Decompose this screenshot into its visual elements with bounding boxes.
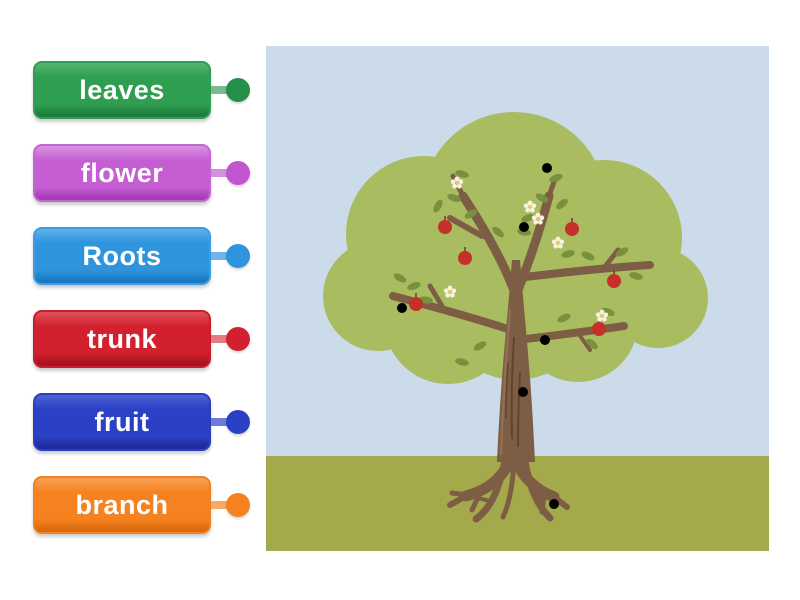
connector-dot-icon: [226, 161, 250, 185]
connector-stem: [211, 418, 233, 426]
label-trunk[interactable]: trunk: [33, 310, 253, 370]
connector-dot-icon: [226, 78, 250, 102]
connector-stem: [211, 335, 233, 343]
connector-dot-icon: [226, 244, 250, 268]
connector-stem: [211, 252, 233, 260]
label-leaves[interactable]: leaves: [33, 61, 253, 121]
label-text: trunk: [87, 323, 157, 354]
drop-target-marker[interactable]: [396, 302, 407, 313]
blossoms: [443, 176, 609, 322]
drop-target-marker[interactable]: [539, 334, 550, 345]
label-roots[interactable]: Roots: [33, 227, 253, 287]
connector-dot-icon: [226, 327, 250, 351]
connector-stem: [211, 86, 233, 94]
label-branch[interactable]: branch: [33, 476, 253, 536]
connector-dot-icon: [226, 410, 250, 434]
label-text: Roots: [82, 240, 162, 271]
label-box: leaves: [33, 61, 211, 119]
connector-stem: [211, 169, 233, 177]
label-fruit[interactable]: fruit: [33, 393, 253, 453]
label-flower[interactable]: flower: [33, 144, 253, 204]
label-text: leaves: [79, 74, 165, 105]
label-text: branch: [75, 489, 169, 520]
drop-target-marker[interactable]: [517, 386, 528, 397]
apples: [409, 216, 621, 336]
drop-target-marker[interactable]: [541, 162, 552, 173]
connector-stem: [211, 501, 233, 509]
apple-tree-illustration: [266, 46, 769, 551]
label-box: fruit: [33, 393, 211, 451]
connector-dot-icon: [226, 493, 250, 517]
label-box: Roots: [33, 227, 211, 285]
label-box: trunk: [33, 310, 211, 368]
diagram-image: [266, 46, 769, 551]
drop-target-marker[interactable]: [548, 498, 559, 509]
label-box: branch: [33, 476, 211, 534]
tree-trunk: [497, 260, 535, 462]
drop-target-marker[interactable]: [518, 221, 529, 232]
label-box: flower: [33, 144, 211, 202]
label-text: fruit: [94, 406, 150, 437]
tree-foliage: [323, 112, 708, 384]
label-text: flower: [80, 157, 164, 188]
